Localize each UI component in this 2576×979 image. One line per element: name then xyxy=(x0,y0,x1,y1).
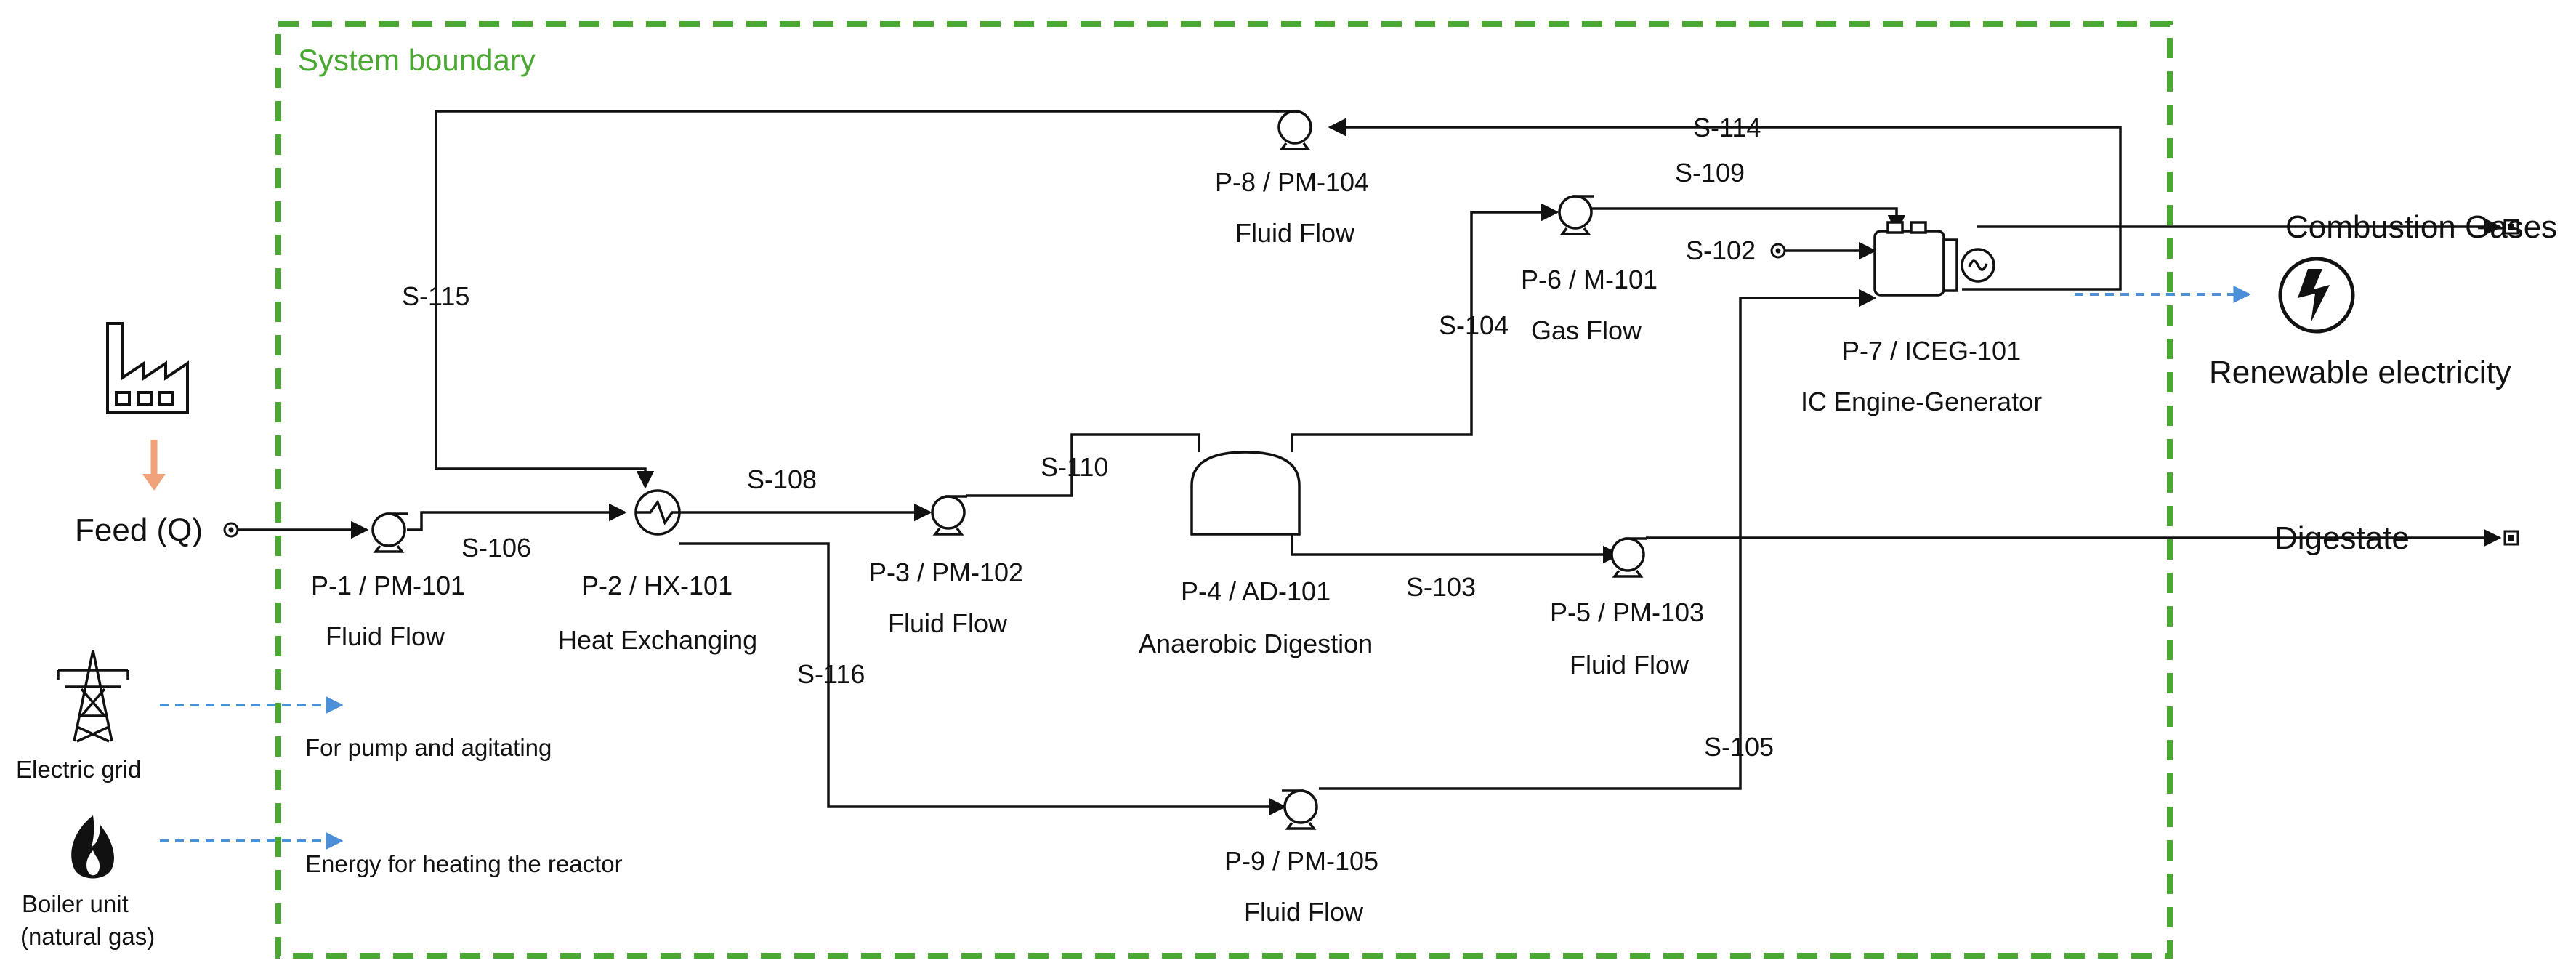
combustion-gases-label: Combustion Gases xyxy=(2285,209,2557,245)
lightning-icon xyxy=(2278,257,2355,334)
feed-label: Feed (Q) xyxy=(75,512,203,548)
stream-s104-label: S-104 xyxy=(1439,310,1509,340)
unit-p5-id: P-5 / PM-103 xyxy=(1550,597,1704,627)
unit-p8-id: P-8 / PM-104 xyxy=(1215,167,1369,197)
pump-icon xyxy=(1282,789,1318,830)
flame-icon xyxy=(71,815,114,879)
factory-icon xyxy=(106,322,189,414)
renewable-electricity-label: Renewable electricity xyxy=(2209,355,2511,390)
unit-p3-id: P-3 / PM-102 xyxy=(869,557,1023,587)
feed-arrow-head xyxy=(142,474,166,491)
unit-p6-id: P-6 / M-101 xyxy=(1521,265,1658,294)
stream-s115-label: S-115 xyxy=(402,281,469,311)
unit-p2-id: P-2 / HX-101 xyxy=(581,571,732,600)
unit-p3-desc: Fluid Flow xyxy=(888,608,1008,638)
unit-p5-desc: Fluid Flow xyxy=(1570,650,1689,680)
boiler-label-line1: Boiler unit xyxy=(22,890,129,917)
unit-p9-desc: Fluid Flow xyxy=(1244,897,1364,927)
unit-p7-id: P-7 / ICEG-101 xyxy=(1842,336,2021,366)
unit-p4-desc: Anaerobic Digestion xyxy=(1139,629,1373,658)
system-boundary xyxy=(275,21,2173,959)
boiler-note-label: Energy for heating the reactor xyxy=(305,850,623,877)
boiler-label-line2: (natural gas) xyxy=(20,923,155,950)
stream-s109-label: S-109 xyxy=(1675,158,1745,188)
stream-s116-line xyxy=(679,542,1287,816)
stream-s106-label: S-106 xyxy=(461,533,531,563)
unit-p6-desc: Gas Flow xyxy=(1531,315,1642,345)
unit-p1-id: P-1 / PM-101 xyxy=(311,571,465,600)
stream-s103-line xyxy=(1291,523,1621,564)
pump-icon xyxy=(1610,537,1647,578)
electric-note-label: For pump and agitating xyxy=(305,734,552,761)
stream-s104-line xyxy=(1291,203,1559,452)
pump-icon xyxy=(371,512,408,553)
digestate-label: Digestate xyxy=(2274,520,2410,556)
unit-p8-desc: Fluid Flow xyxy=(1235,218,1355,248)
power-tower-icon xyxy=(57,650,129,743)
unit-p7-desc: IC Engine-Generator xyxy=(1801,387,2042,416)
system-boundary-label: System boundary xyxy=(298,43,536,77)
stream-s114-line xyxy=(1328,118,2122,291)
stream-s108-label: S-108 xyxy=(747,464,817,494)
combustion-terminal-node xyxy=(2503,219,2519,235)
unit-p1-desc: Fluid Flow xyxy=(326,621,445,651)
electric-grid-label: Electric grid xyxy=(16,756,141,783)
digestate-terminal-node xyxy=(2503,530,2519,546)
stream-s105-label: S-105 xyxy=(1704,732,1774,762)
stream-s110-line xyxy=(966,433,1200,497)
pump-icon xyxy=(1558,195,1594,235)
stream-s116-label: S-116 xyxy=(797,659,865,689)
engine-generator-icon xyxy=(1873,221,1995,297)
feed-source-node xyxy=(223,522,239,538)
stream-s110-label: S-110 xyxy=(1041,452,1108,482)
unit-p9-id: P-9 / PM-105 xyxy=(1224,846,1378,876)
heat-exchanger-icon xyxy=(634,489,681,536)
pump-icon xyxy=(931,495,967,536)
unit-p2-desc: Heat Exchanging xyxy=(558,625,757,655)
unit-p4-id: P-4 / AD-101 xyxy=(1181,576,1331,606)
stream-s106-line xyxy=(407,503,627,531)
digester-icon xyxy=(1190,451,1301,536)
stream-s103-label: S-103 xyxy=(1406,572,1476,602)
stream-s114-label: S-114 xyxy=(1693,113,1761,142)
stream-s115-line xyxy=(435,110,1279,489)
stream-s102-label: S-102 xyxy=(1686,235,1756,265)
stream-s109-line xyxy=(1591,207,1906,233)
stream-s105-line xyxy=(1319,289,1877,790)
s102-source-node xyxy=(1770,243,1786,259)
pump-icon xyxy=(1276,110,1312,150)
